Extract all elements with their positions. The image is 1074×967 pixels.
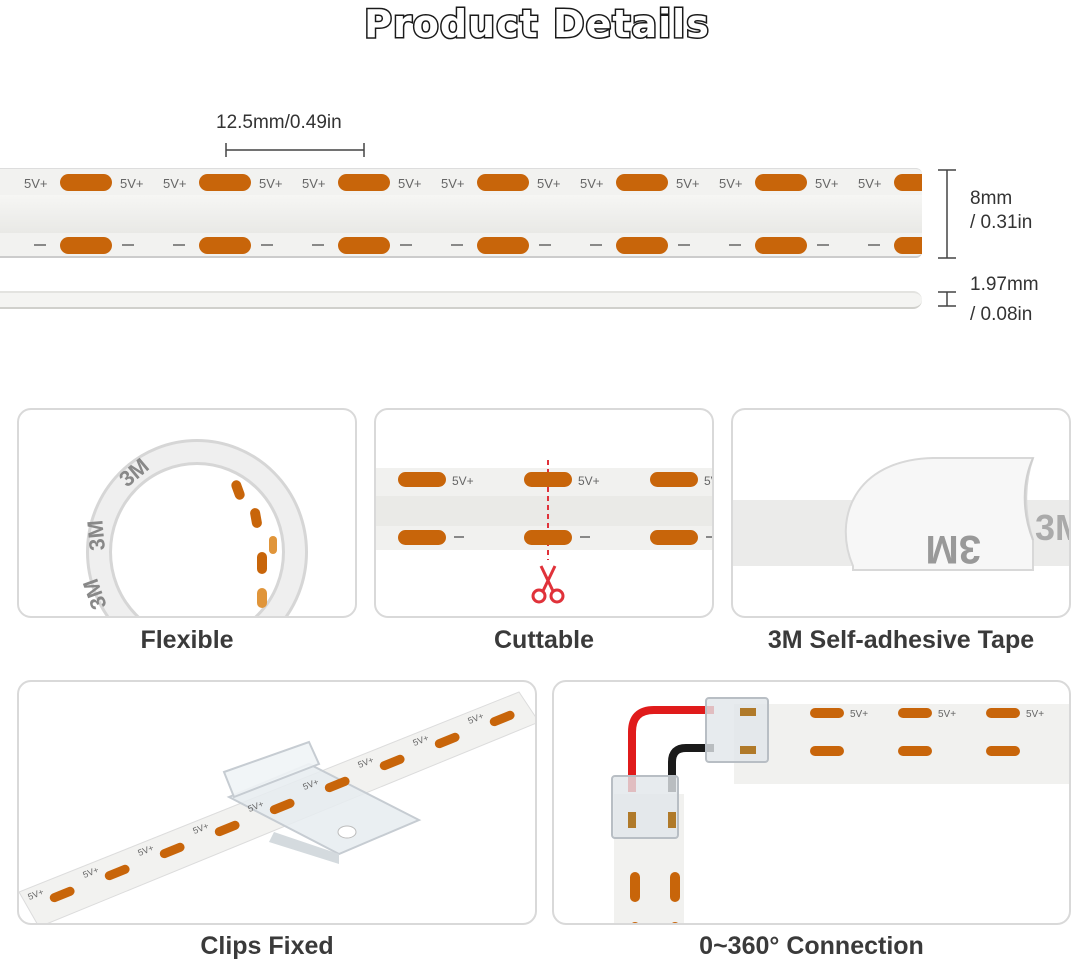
polarity-mark: 5V+ xyxy=(858,176,882,191)
width-mm-label: 8mm xyxy=(970,188,1013,209)
polarity-mark: 5V+ xyxy=(537,176,561,191)
led-chip xyxy=(489,710,515,727)
l-connector-image: 5V+5V+5V+5V+ xyxy=(611,697,1069,923)
polarity-mark: 5V+ xyxy=(398,176,422,191)
polarity-mark: 5V+ xyxy=(120,176,144,191)
svg-text:3M: 3M xyxy=(1035,507,1071,548)
led-chip xyxy=(60,174,112,191)
led-chip xyxy=(104,864,130,881)
led-chip xyxy=(477,237,529,254)
led-chip xyxy=(159,842,185,859)
thickness-mm-label: 1.97mm xyxy=(970,274,1039,295)
led-chip xyxy=(898,746,932,756)
page-title: Product Details xyxy=(363,1,711,48)
feature-card-cuttable: 5V+ 5V+ 5V+ xyxy=(374,408,714,618)
led-chip xyxy=(199,237,251,254)
led-chip xyxy=(810,708,844,718)
led-strip-side-view xyxy=(0,291,922,309)
polarity-mark: 5V+ xyxy=(24,176,48,191)
led-chip xyxy=(269,798,295,815)
feature-card-clips: 5V+5V+5V+5V+5V+5V+5V+5V+5V+ xyxy=(17,680,537,925)
led-chip xyxy=(199,174,251,191)
led-chip xyxy=(670,872,680,902)
svg-text:3M: 3M xyxy=(925,527,981,571)
pitch-label: 12.5mm/0.49in xyxy=(216,112,342,133)
led-chip xyxy=(398,530,446,545)
polarity-mark: 5V+ xyxy=(719,176,743,191)
led-chip xyxy=(810,746,844,756)
pitch-dimension-line xyxy=(225,143,365,157)
polarity-mark: 5V+ xyxy=(704,474,714,488)
polarity-mark: 5V+ xyxy=(938,709,956,720)
polarity-mark: 5V+ xyxy=(259,176,283,191)
mounting-clip xyxy=(222,740,422,864)
led-chip xyxy=(898,708,932,718)
polarity-mark: 5V+ xyxy=(850,709,868,720)
connector-top xyxy=(705,697,769,763)
clip-mounted-strip-image: 5V+5V+5V+5V+5V+5V+5V+5V+5V+ xyxy=(19,691,535,923)
thickness-in-label: / 0.08in xyxy=(970,304,1033,325)
led-chip xyxy=(630,872,640,902)
scissors-icon xyxy=(531,565,565,604)
led-chip xyxy=(632,922,638,923)
led-chip xyxy=(434,732,460,749)
led-chip xyxy=(524,472,572,487)
led-chip xyxy=(338,237,390,254)
feature-card-connection: 5V+5V+5V+5V+ xyxy=(552,680,1071,925)
feature-label-clips: Clips Fixed xyxy=(200,932,334,960)
svg-text:3M: 3M xyxy=(82,519,110,552)
led-chip xyxy=(894,174,922,191)
red-wire xyxy=(628,706,714,792)
feature-label-cuttable: Cuttable xyxy=(494,626,594,654)
led-chip xyxy=(324,776,350,793)
black-wire xyxy=(668,744,714,792)
strip-chips: 5V+5V+5V+5V+5V+5V+5V+5V+5V+5V+5V+5V+5V+5… xyxy=(24,174,922,254)
led-chip xyxy=(986,708,1020,718)
cuttable-strip-image: 5V+ 5V+ 5V+ xyxy=(376,460,714,604)
polarity-mark: 5V+ xyxy=(1026,709,1044,720)
led-chip xyxy=(338,174,390,191)
led-chip xyxy=(650,472,698,487)
polarity-mark: 5V+ xyxy=(580,176,604,191)
led-chip xyxy=(986,746,1020,756)
polarity-mark: 5V+ xyxy=(815,176,839,191)
led-chip xyxy=(616,174,668,191)
led-chip xyxy=(524,530,572,545)
connector-left xyxy=(611,775,679,839)
led-chip xyxy=(616,237,668,254)
coiled-strip-image: 3M 3M 3M xyxy=(78,439,308,616)
led-chip xyxy=(379,754,405,771)
polarity-mark: 5V+ xyxy=(163,176,187,191)
polarity-mark: 5V+ xyxy=(578,474,600,488)
led-chip xyxy=(214,820,240,837)
feature-label-3m-tape: 3M Self-adhesive Tape xyxy=(767,626,1035,654)
feature-label-connection: 0~360° Connection xyxy=(699,932,924,960)
led-chip xyxy=(477,174,529,191)
led-chip xyxy=(755,237,807,254)
polarity-mark: 5V+ xyxy=(441,176,465,191)
feature-card-3m-tape: 3M 3M xyxy=(731,408,1071,618)
led-chip xyxy=(49,886,75,903)
led-chip xyxy=(672,922,678,923)
feature-label-flexible: Flexible xyxy=(140,626,234,654)
width-in-label: / 0.31in xyxy=(970,212,1033,233)
led-chip xyxy=(755,174,807,191)
polarity-mark: 5V+ xyxy=(676,176,700,191)
polarity-mark: 5V+ xyxy=(302,176,326,191)
led-strip-top-view: 5V+5V+5V+5V+5V+5V+5V+5V+5V+5V+5V+5V+5V+5… xyxy=(0,168,922,258)
feature-card-flexible: 3M 3M 3M xyxy=(17,408,357,618)
width-dimension-line xyxy=(938,169,956,259)
polarity-mark: 5V+ xyxy=(452,474,474,488)
thickness-dimension-line xyxy=(938,291,956,307)
led-chip xyxy=(398,472,446,487)
led-chip xyxy=(894,237,922,254)
led-chip xyxy=(60,237,112,254)
led-chip xyxy=(650,530,698,545)
adhesive-tape-image: 3M 3M xyxy=(733,457,1071,571)
